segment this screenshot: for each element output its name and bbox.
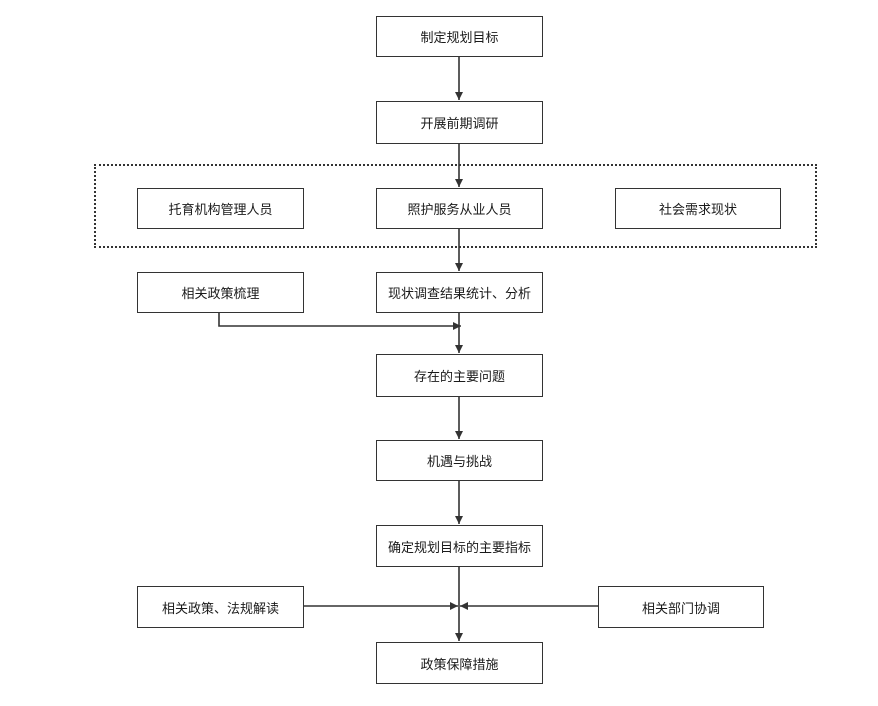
node-coordination: 相关部门协调 [598, 586, 764, 628]
survey-targets-group [94, 164, 817, 248]
node-demand: 社会需求现状 [615, 188, 781, 229]
node-indicators: 确定规划目标的主要指标 [376, 525, 543, 567]
node-problems: 存在的主要问题 [376, 354, 543, 397]
node-measures: 政策保障措施 [376, 642, 543, 684]
arrow-policy-review-to-main [218, 313, 461, 330]
node-policy-review: 相关政策梳理 [137, 272, 304, 313]
node-survey: 开展前期调研 [376, 101, 543, 144]
node-goal: 制定规划目标 [376, 16, 543, 57]
node-managers: 托育机构管理人员 [137, 188, 304, 229]
node-analysis: 现状调查结果统计、分析 [376, 272, 543, 313]
node-caregivers: 照护服务从业人员 [376, 188, 543, 229]
node-policy-law: 相关政策、法规解读 [137, 586, 304, 628]
node-opportunities: 机遇与挑战 [376, 440, 543, 481]
